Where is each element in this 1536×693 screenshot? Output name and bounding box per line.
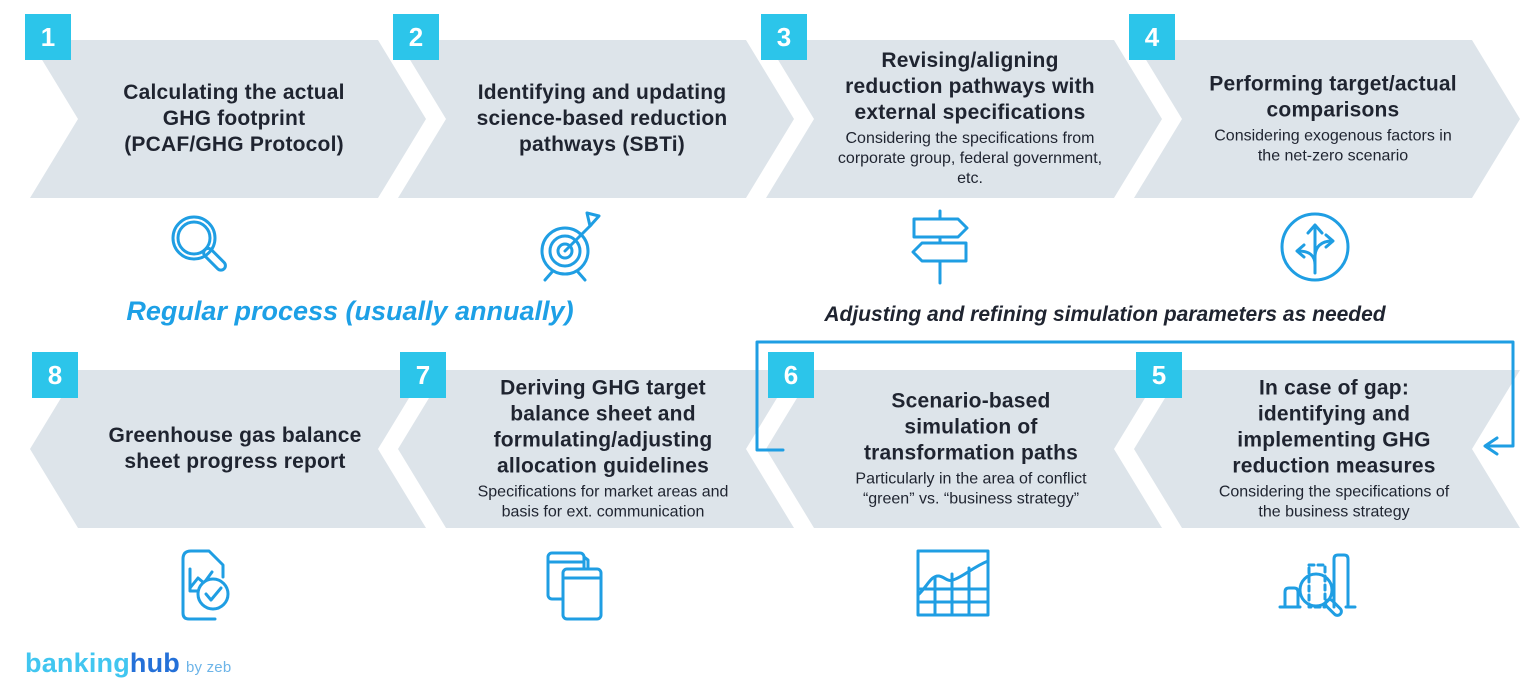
step-2-text: Identifying and updating science-based r… [468, 80, 736, 158]
step-1-text: Calculating the actual GHG footprint (PC… [100, 80, 368, 158]
step-4: 4 Performing target/actual comparisons C… [1129, 14, 1520, 198]
report-check-icon [160, 540, 250, 630]
step-7-number-badge: 7 [400, 352, 446, 398]
step-7-chevron [398, 370, 794, 528]
step-7: 7 Deriving GHG target balance sheet and … [398, 352, 794, 528]
step-3-title: Revising/aligning reduction pathways wit… [845, 49, 1095, 125]
step-1-number-badge: 1 [25, 14, 71, 60]
step-3: 3 Revising/aligning reduction pathways w… [761, 14, 1162, 198]
step-4-chevron [1134, 40, 1520, 198]
simulation-chart-icon [908, 540, 998, 630]
step-6: 6 Scenario-based simulation of transform… [766, 352, 1162, 528]
regular-process-label: Regular process (usually annually) [126, 296, 574, 326]
step-1-title: Calculating the actual GHG footprint (PC… [123, 80, 345, 157]
step-5-title: In case of gap: identifying and implemen… [1232, 376, 1436, 478]
direction-arrows-icon [1270, 202, 1360, 292]
step-2-number-badge: 2 [393, 14, 439, 60]
step-3-text: Revising/aligning reduction pathways wit… [836, 48, 1104, 190]
step-6-text: Scenario-based simulation of transformat… [842, 388, 1100, 509]
adjusting-note-label: Adjusting and refining simulation parame… [824, 303, 1386, 326]
step-2-chevron [398, 40, 794, 198]
step-8: 8 Greenhouse gas balance sheet progress … [30, 352, 426, 528]
step-7-subtitle: Specifications for market areas and basi… [477, 483, 729, 521]
step-4-subtitle: Considering exogenous factors in the net… [1214, 127, 1452, 165]
step-6-subtitle: Particularly in the area of conflict “gr… [855, 470, 1087, 508]
guidelines-books-icon [530, 540, 620, 630]
step-8-title: Greenhouse gas balance sheet progress re… [108, 423, 362, 473]
step-8-text: Greenhouse gas balance sheet progress re… [106, 423, 364, 475]
step-8-number-badge: 8 [32, 352, 78, 398]
search-icon [155, 202, 245, 292]
logo-byline: by zeb [185, 659, 232, 676]
step-5-subtitle: Considering the specifications of the bu… [1218, 483, 1450, 521]
step-7-title: Deriving GHG target balance sheet and fo… [493, 376, 713, 478]
step-6-title: Scenario-based simulation of transformat… [863, 389, 1079, 465]
step-2: 2 Identifying and updating science-based… [393, 14, 794, 198]
step-4-title: Performing target/actual comparisons [1209, 72, 1457, 122]
step-3-chevron [766, 40, 1162, 198]
step-4-text: Performing target/actual comparisons Con… [1204, 71, 1462, 166]
signpost-icon [895, 202, 985, 292]
logo-brand-dark: hub [129, 648, 180, 678]
step-3-number-badge: 3 [761, 14, 807, 60]
step-2-title: Identifying and updating science-based r… [476, 80, 728, 157]
step-5-number-badge: 5 [1136, 352, 1182, 398]
bankinghub-logo: bankinghub by zeb [25, 648, 231, 679]
step-1: 1 Calculating the actual GHG footprint (… [25, 14, 426, 198]
step-3-subtitle: Considering the specifications from corp… [837, 130, 1103, 188]
step-1-chevron [30, 40, 426, 198]
step-5: 5 In case of gap: identifying and implem… [1134, 352, 1520, 528]
gap-analysis-icon [1273, 540, 1363, 630]
step-6-number-badge: 6 [768, 352, 814, 398]
target-dart-icon [525, 202, 615, 292]
step-5-text: In case of gap: identifying and implemen… [1210, 375, 1458, 522]
step-7-text: Deriving GHG target balance sheet and fo… [474, 375, 732, 522]
step-4-number-badge: 4 [1129, 14, 1175, 60]
step-8-chevron [30, 370, 426, 528]
logo-brand-light: banking [25, 648, 130, 678]
